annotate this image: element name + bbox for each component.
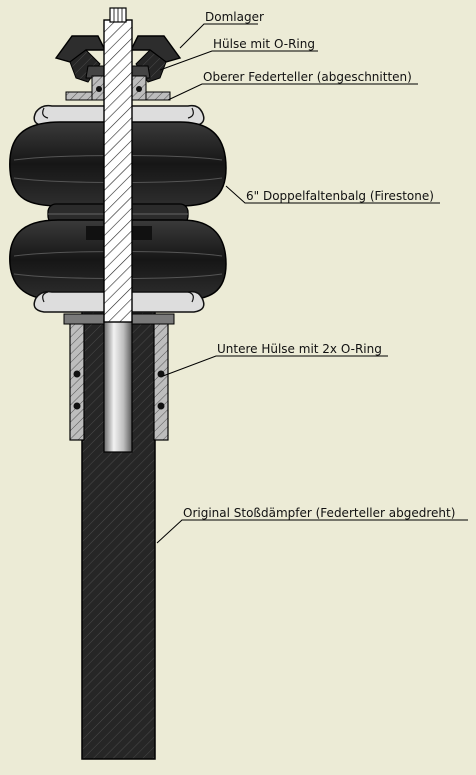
label-untere-huelse: Untere Hülse mit 2x O-Ring — [217, 342, 382, 356]
label-stossdaempfer: Original Stoßdämpfer (Federteller abgedr… — [183, 506, 455, 520]
leader-lines — [156, 23, 468, 544]
piston-rod — [103, 7, 133, 453]
label-domlager: Domlager — [205, 10, 264, 24]
label-doppelfaltenbalg: 6" Doppelfaltenbalg (Firestone) — [246, 189, 434, 203]
o-ring — [73, 370, 165, 410]
label-huelse-o-ring: Hülse mit O-Ring — [213, 37, 315, 51]
label-oberer-federteller: Oberer Federteller (abgeschnitten) — [203, 70, 412, 84]
upper-sleeve — [91, 75, 147, 101]
